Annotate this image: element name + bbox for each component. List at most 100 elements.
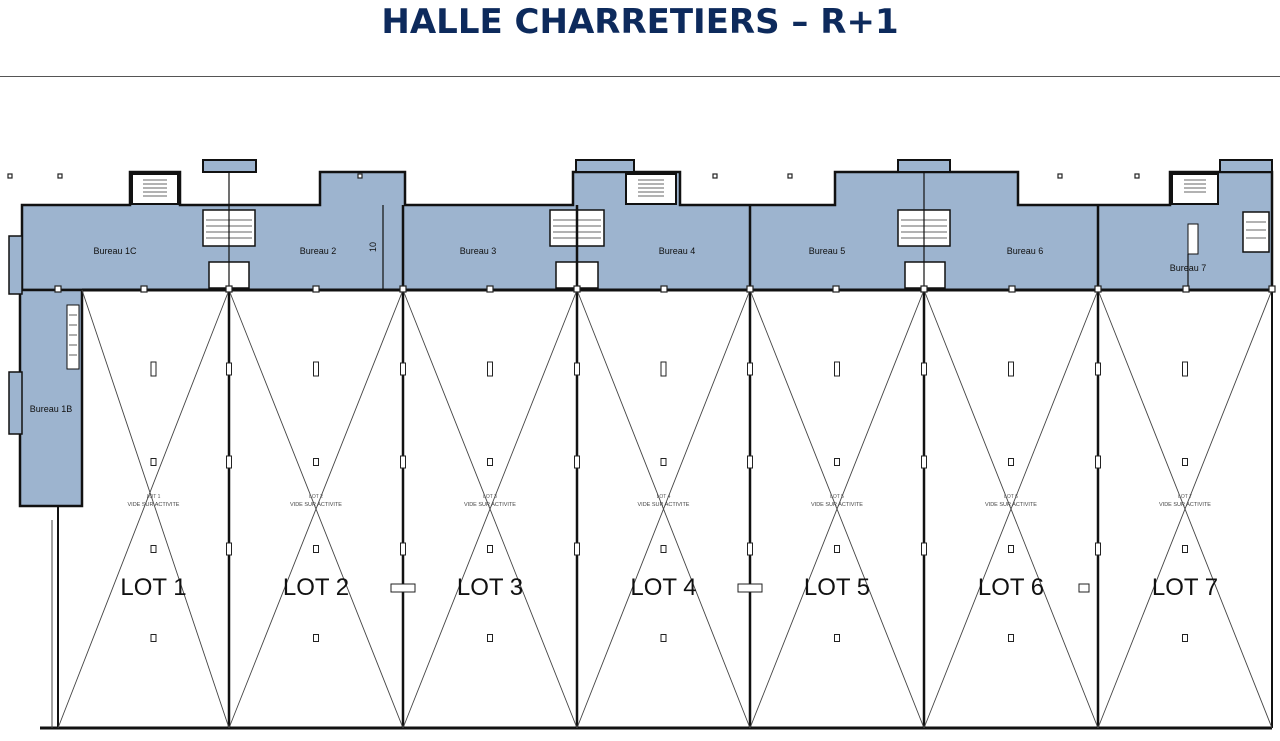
lot-small-name: LOT 3 [483, 494, 497, 500]
office-label-7: Bureau 7 [1170, 263, 1207, 273]
column-marker [150, 361, 157, 377]
facade-bump [8, 235, 23, 295]
partition-detail [66, 304, 80, 370]
site-marker [357, 173, 363, 179]
void-cross-line [57, 289, 230, 729]
lot-small-name: LOT 1 [147, 494, 161, 500]
office-label-6: Bureau 6 [1007, 246, 1044, 256]
lot-void-label: VIDE SUR ACTIVITE [464, 502, 516, 508]
column-marker [1095, 455, 1101, 469]
column-marker [487, 634, 493, 642]
lot-small-name: LOT 7 [1178, 494, 1192, 500]
lot-1: LOT 1 VIDE SUR ACTIVITE LOT 1 [57, 289, 230, 729]
site-marker [787, 173, 793, 179]
column-marker [150, 634, 157, 642]
void-cross-line [81, 289, 230, 729]
column-marker [1008, 458, 1014, 466]
column-marker [1008, 361, 1014, 377]
column-marker [921, 362, 927, 376]
site-marker [1134, 173, 1140, 179]
void-cross-line [576, 289, 751, 729]
column-marker [834, 634, 840, 642]
column-marker [660, 458, 667, 466]
column-marker [226, 362, 232, 376]
office-partitions [228, 172, 1189, 290]
column-marker [487, 458, 493, 466]
office-label-1c: Bureau 1C [93, 246, 137, 256]
hall-outline [40, 288, 1273, 730]
column-marker [313, 634, 319, 642]
column-marker [400, 362, 406, 376]
lot-small-name: LOT 2 [309, 494, 323, 500]
column-marker [660, 545, 667, 553]
column-marker [400, 455, 406, 469]
column-marker [1095, 542, 1101, 556]
lot-void-label: VIDE SUR ACTIVITE [290, 502, 342, 508]
column-marker [921, 542, 927, 556]
column-marker [225, 285, 233, 293]
office-label-1b: Bureau 1B [30, 404, 73, 414]
column-marker [313, 361, 319, 377]
office-label-5: Bureau 5 [809, 246, 846, 256]
lot-label: LOT 4 [630, 574, 696, 601]
opening-marker [737, 583, 763, 593]
lot-label: LOT 5 [804, 574, 870, 601]
column-marker [312, 285, 320, 293]
roof-annex [897, 159, 951, 173]
column-marker [746, 285, 754, 293]
office-label-4: Bureau 4 [659, 246, 696, 256]
floor-plan: LOT 1 VIDE SUR ACTIVITE LOT 1 LOT 2 VIDE SUR… [0, 150, 1280, 736]
lot-void-label: VIDE SUR ACTIVITE [985, 502, 1037, 508]
column-marker [313, 545, 319, 553]
stair-core [131, 173, 179, 205]
void-cross-line [228, 289, 404, 729]
column-marker [832, 285, 840, 293]
lot-void-label: VIDE SUR ACTIVITE [128, 502, 180, 508]
office-division-walls [401, 205, 1100, 290]
void-cross-line [749, 289, 925, 729]
column-marker [226, 542, 232, 556]
column-marker [1008, 285, 1016, 293]
column-marker [574, 362, 580, 376]
column-marker [400, 542, 406, 556]
partition-detail [1187, 223, 1199, 255]
column-marker [573, 285, 581, 293]
lot-label: LOT 3 [457, 574, 523, 601]
lot-label: LOT 2 [283, 574, 349, 601]
office-label-2: Bureau 2 [300, 246, 337, 256]
column-marker [747, 455, 753, 469]
site-marker [57, 173, 63, 179]
stair-core [1171, 173, 1219, 205]
lot-void-label: VIDE SUR ACTIVITE [638, 502, 690, 508]
column-marker [399, 285, 407, 293]
void-cross-line [402, 289, 578, 729]
page-header: HALLE CHARRETIERS – R+1 [0, 0, 1280, 77]
lot-void-label: VIDE SUR ACTIVITE [1159, 502, 1211, 508]
column-marker [1268, 285, 1276, 293]
site-marker [7, 173, 13, 179]
column-marker [660, 634, 667, 642]
column-marker [1182, 634, 1188, 642]
column-marker [486, 285, 494, 293]
column-marker [1182, 458, 1188, 466]
column-marker [574, 455, 580, 469]
stair-core [625, 173, 677, 205]
column-marker [1182, 545, 1188, 553]
column-marker [660, 361, 667, 377]
column-marker [1008, 634, 1014, 642]
column-marker [487, 361, 493, 377]
column-marker [747, 362, 753, 376]
office-label-3: Bureau 3 [460, 246, 497, 256]
column-marker [834, 545, 840, 553]
opening-marker [1078, 583, 1090, 593]
facade-bump [8, 371, 23, 435]
column-marker [54, 285, 62, 293]
opening-marker [390, 583, 416, 593]
column-marker [1182, 361, 1188, 377]
site-marker [1057, 173, 1063, 179]
lot-label: LOT 1 [120, 574, 186, 601]
column-marker [226, 455, 232, 469]
lot-3: LOT 3 VIDE SUR ACTIVITE LOT 3 [402, 289, 578, 729]
